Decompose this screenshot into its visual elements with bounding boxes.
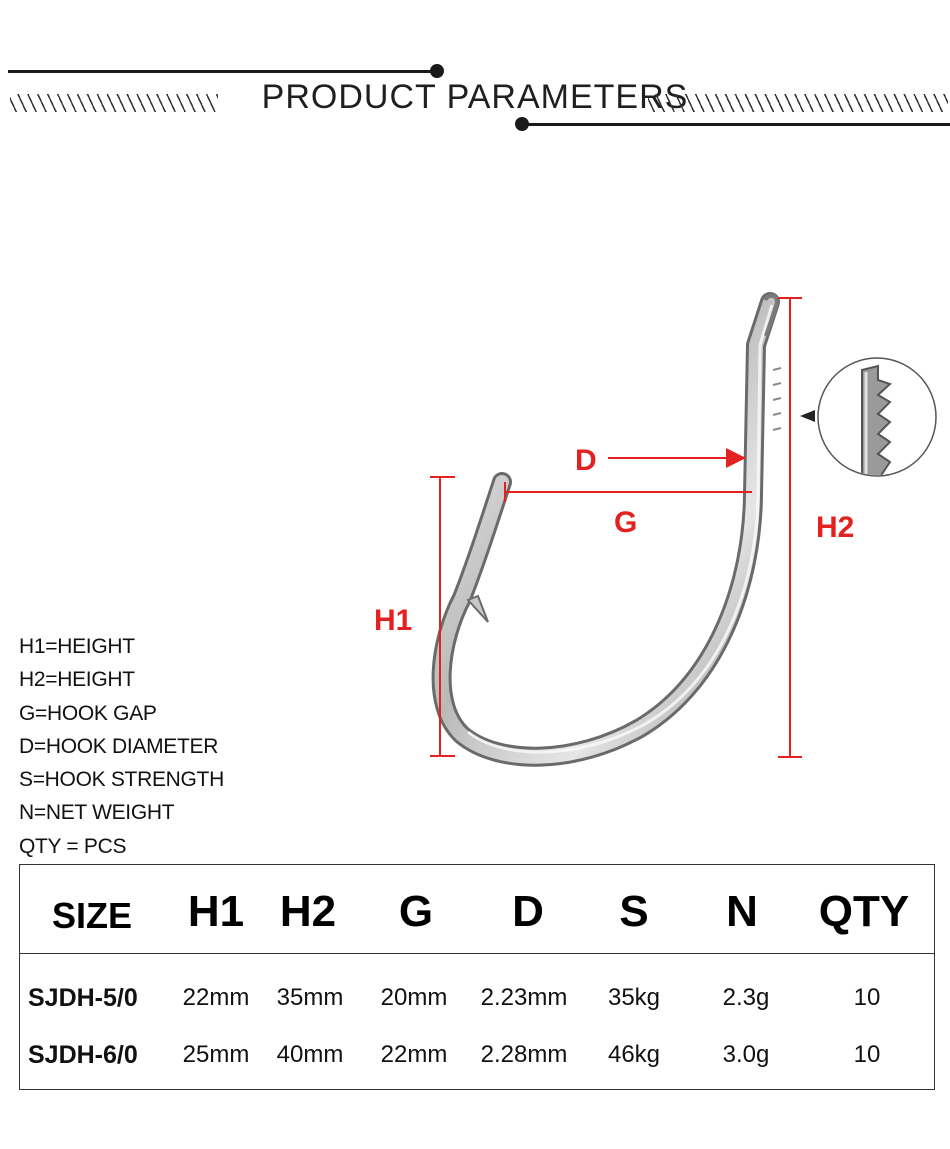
legend-item-qty: QTY = PCS (19, 834, 127, 858)
header-top-dot (430, 64, 444, 78)
col-header-n: N (726, 887, 758, 936)
h1-label: H1 (374, 604, 412, 637)
cell-g: 20mm (380, 984, 448, 1011)
cell-h2: 40mm (276, 1041, 344, 1068)
cell-n: 3.0g (722, 1041, 770, 1068)
header-top-line (8, 70, 438, 73)
h2-label: H2 (816, 511, 854, 544)
cell-g: 22mm (380, 1041, 448, 1068)
h1-dimension: H1 (374, 476, 455, 757)
table-header-row: SIZE H1 H2 G D S N QTY (20, 865, 934, 954)
d-label: D (575, 444, 597, 477)
g-dimension: G (504, 482, 752, 539)
cell-n: 2.3g (722, 984, 770, 1011)
col-header-qty: QTY (818, 887, 910, 936)
cell-d: 2.28mm (480, 1041, 568, 1068)
g-label: G (614, 506, 637, 539)
spec-table: SIZE H1 H2 G D S N QTY SJDH-5/0 22mm 35m… (19, 864, 935, 1090)
table-row: SJDH-6/0 25mm 40mm 22mm 2.28mm 46kg 3.0g… (20, 1033, 934, 1073)
cell-qty: 10 (853, 984, 881, 1011)
col-header-h2: H2 (279, 887, 337, 936)
fishing-hook-image (431, 292, 782, 767)
header-right-hatch (648, 94, 948, 112)
cell-h2: 35mm (276, 984, 344, 1011)
cell-size: SJDH-6/0 (28, 1041, 138, 1069)
hook-diagram: H1 H2 G D (374, 292, 937, 767)
legend-item-d: D=HOOK DIAMETER (19, 734, 219, 758)
table-row: SJDH-5/0 22mm 35mm 20mm 2.23mm 35kg 2.3g… (20, 976, 934, 1016)
legend-item-s: S=HOOK STRENGTH (19, 768, 224, 792)
legend-item-n: N=NET WEIGHT (19, 801, 175, 825)
cell-qty: 10 (853, 1041, 881, 1068)
legend-list: H1=HEIGHT H2=HEIGHT G=HOOK GAP D=HOOK DI… (19, 630, 224, 863)
d-dimension: D (575, 444, 746, 477)
cell-s: 46kg (607, 1041, 661, 1068)
page-title: PRODUCT PARAMETERS (261, 78, 689, 116)
cell-size: SJDH-5/0 (28, 984, 138, 1012)
col-header-d: D (512, 887, 544, 936)
col-header-g: G (398, 887, 434, 936)
cell-h1: 25mm (182, 1041, 250, 1068)
h2-dimension: H2 (778, 297, 854, 758)
header-left-hatch (10, 94, 218, 112)
cell-s: 35kg (607, 984, 661, 1011)
cell-h1: 22mm (182, 984, 250, 1011)
serration-detail-zoom (800, 357, 937, 477)
col-header-s: S (619, 887, 649, 936)
legend-item-h2: H2=HEIGHT (19, 668, 135, 692)
legend-item-g: G=HOOK GAP (19, 701, 157, 725)
col-header-size: SIZE (51, 895, 133, 936)
legend-item-h1: H1=HEIGHT (19, 635, 135, 658)
cell-d: 2.23mm (480, 984, 568, 1011)
header-bottom-line (522, 123, 950, 126)
col-header-h1: H1 (187, 887, 245, 936)
